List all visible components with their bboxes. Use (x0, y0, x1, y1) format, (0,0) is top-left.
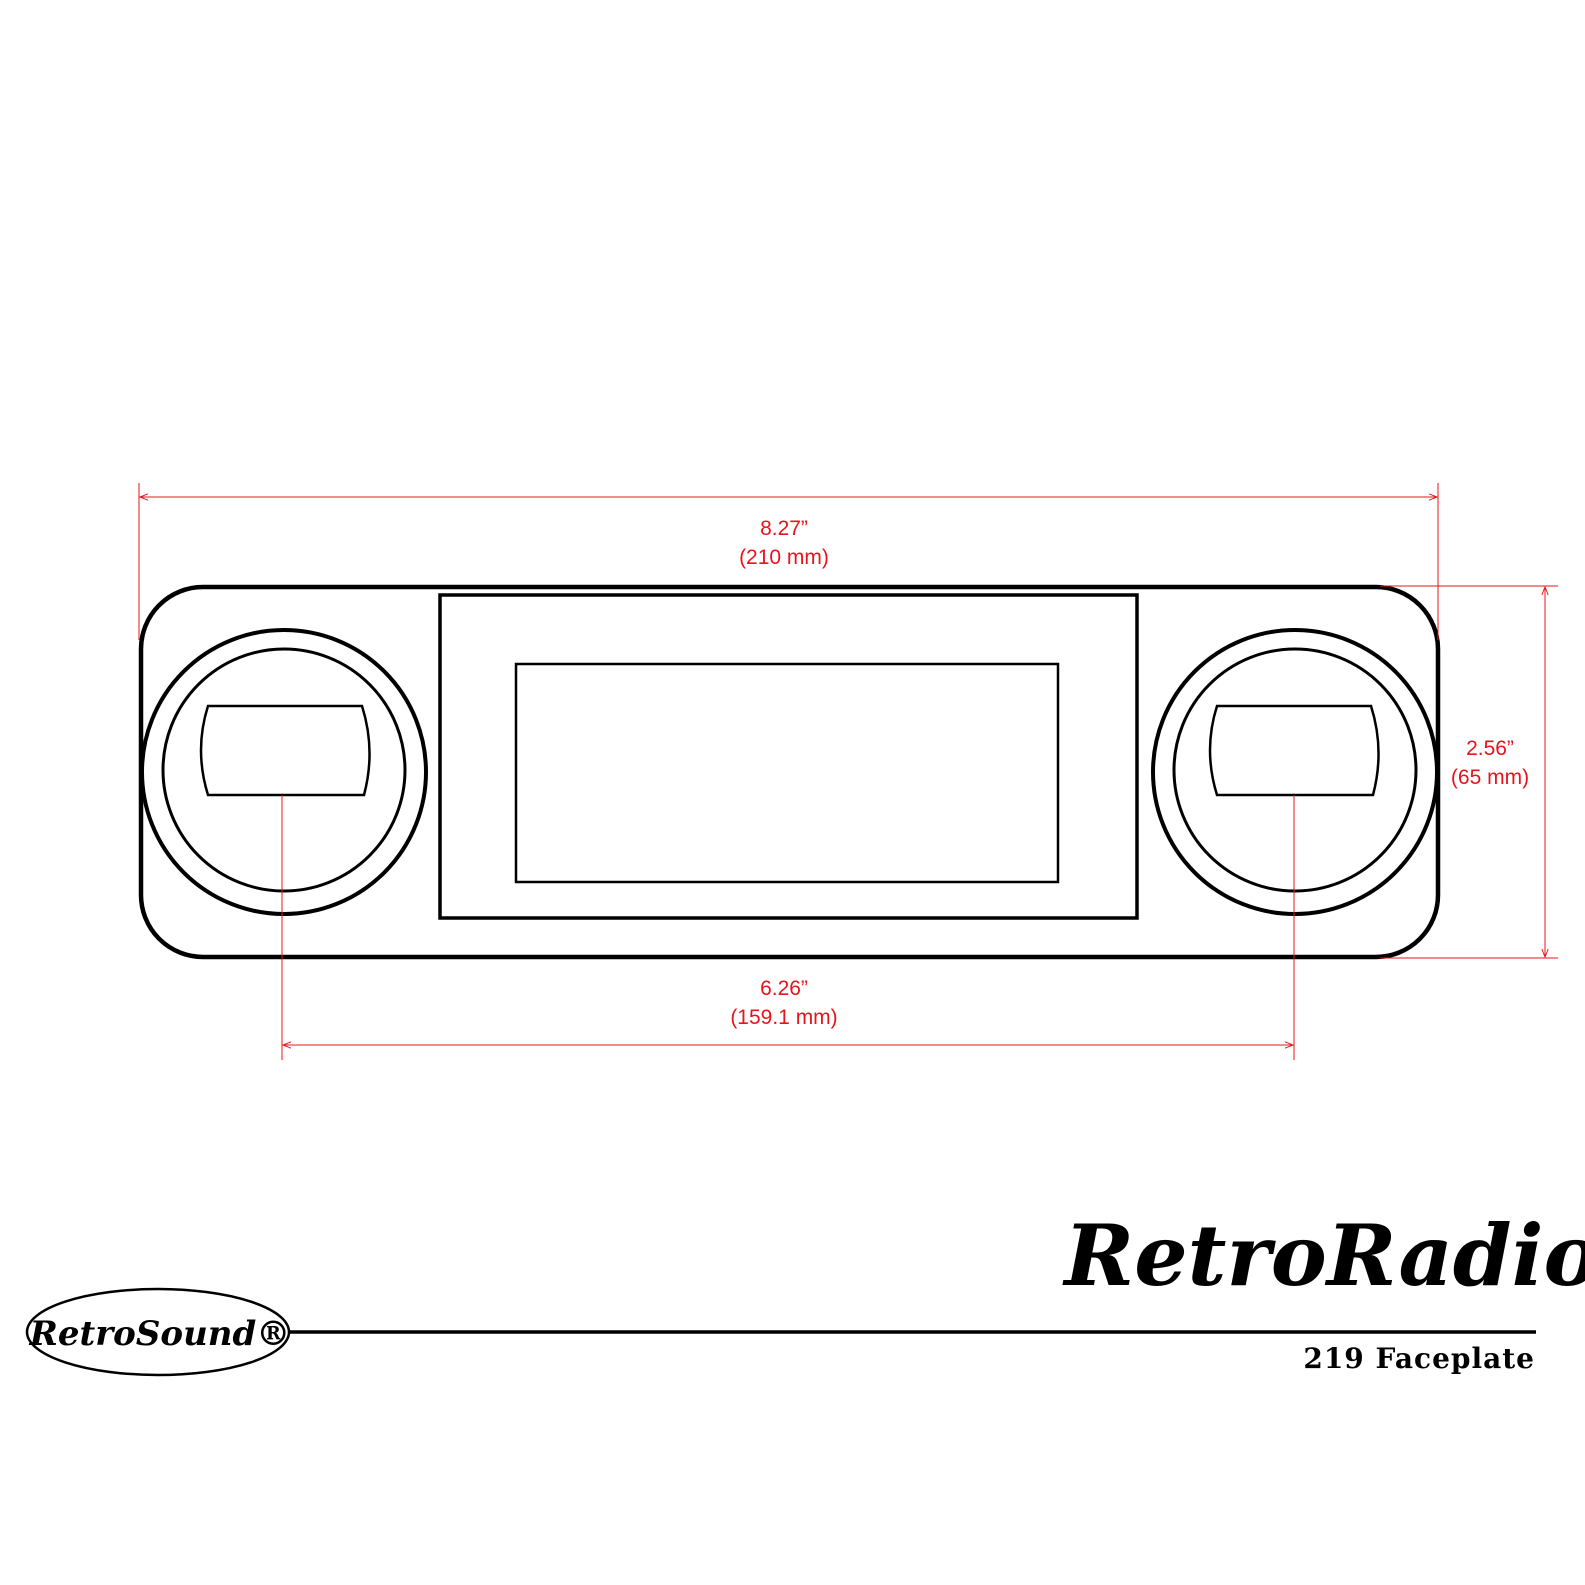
width-mm: (210 mm) (739, 546, 829, 569)
right-knob-slot (1208, 704, 1380, 797)
product-title: 219 Faceplate (1303, 1342, 1535, 1375)
left-knob (140, 628, 428, 916)
spacing-mm: (159.1 mm) (730, 1006, 837, 1029)
retroradio-logo: RetroRadio (1062, 1206, 1585, 1305)
display-window (514, 662, 1060, 884)
display-bezel (438, 593, 1139, 920)
width-dimension (138, 483, 1439, 640)
retrosound-logo-text: RetroSound® (29, 1314, 291, 1354)
spacing-inches: 6.26” (760, 977, 808, 1000)
height-inches: 2.56” (1466, 737, 1514, 760)
retrosound-logo: RetroSound® (25, 1287, 291, 1377)
height-mm: (65 mm) (1451, 766, 1529, 789)
right-knob (1151, 628, 1439, 916)
width-inches: 8.27” (760, 517, 808, 540)
height-dimension (1380, 585, 1558, 959)
faceplate-outline (138, 584, 1441, 960)
knob-spacing-dimension (281, 795, 1295, 1060)
left-knob-slot (199, 704, 371, 797)
